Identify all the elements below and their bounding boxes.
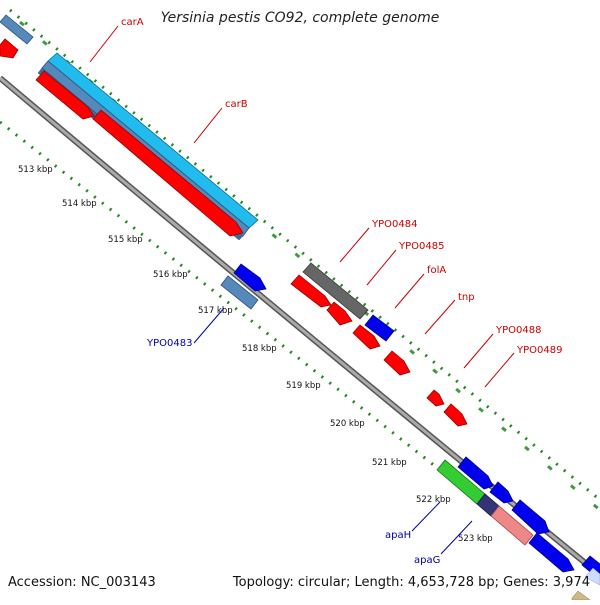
gene-label-YPO0483[interactable]: YPO0483	[146, 338, 192, 349]
gene-arrow[interactable]	[426, 389, 445, 407]
gene-arrow[interactable]	[0, 38, 19, 59]
accession-label: Accession: NC_003143	[8, 575, 156, 590]
gene-label-carA[interactable]: carA	[121, 17, 144, 28]
gene-label-tnp[interactable]: tnp	[458, 292, 475, 303]
gene-label-YPO0489[interactable]: YPO0489	[516, 345, 562, 356]
gene-arrow[interactable]	[352, 324, 381, 350]
inner-tick-track	[0, 120, 441, 472]
gene-arrow[interactable]	[35, 70, 95, 120]
tick-tracks	[0, 8, 600, 512]
kbp-label: 523 kbp	[458, 534, 493, 544]
kbp-label: 520 kbp	[330, 419, 365, 429]
kbp-label: 517 kbp	[198, 306, 233, 316]
kbp-label: 515 kbp	[108, 235, 143, 245]
leader-line-YPO0488	[463, 333, 494, 369]
leader-line-tnp	[424, 299, 456, 335]
gene-arrow[interactable]	[92, 109, 244, 237]
gene-block	[584, 567, 600, 586]
kbp-label: 514 kbp	[62, 199, 97, 209]
gene-arrow[interactable]	[528, 532, 575, 573]
genome-backbone	[0, 75, 600, 578]
gene-label-carB[interactable]: carB	[225, 99, 248, 110]
leader-line-carB	[193, 107, 223, 144]
feature-track	[0, 14, 600, 601]
kbp-label: 513 kbp	[18, 165, 53, 175]
gene-block[interactable]	[302, 262, 369, 320]
label-leaders	[89, 25, 515, 555]
gene-arrow[interactable]	[489, 481, 514, 504]
gene-block[interactable]	[220, 275, 259, 310]
gene-block	[571, 590, 591, 601]
gene-label-apaH[interactable]: apaH	[385, 530, 411, 541]
leader-line-YPO0489	[484, 352, 515, 388]
gene-arrow[interactable]	[457, 456, 494, 490]
gene-block[interactable]	[0, 14, 34, 45]
leader-line-folA	[394, 273, 425, 309]
leader-line-YPO0484	[339, 227, 370, 263]
gene-block[interactable]	[364, 314, 395, 342]
kbp-label: 522 kbp	[416, 495, 451, 505]
kbp-label: 519 kbp	[286, 381, 321, 391]
gene-arrow[interactable]	[326, 301, 353, 326]
leader-line-YPO0483	[193, 307, 225, 344]
gene-label-YPO0485[interactable]: YPO0485	[398, 241, 444, 252]
gene-label-folA[interactable]: folA	[427, 265, 446, 276]
leader-line-apaH	[411, 501, 441, 532]
gene-arrow[interactable]	[233, 263, 267, 292]
kbp-label: 516 kbp	[153, 270, 188, 280]
leader-line-apaG	[440, 520, 473, 555]
gene-arrow[interactable]	[443, 403, 468, 427]
outer-tick-track	[9, 8, 600, 502]
gene-label-YPO0484[interactable]: YPO0484	[371, 219, 417, 230]
outer-major-ticks	[19, 20, 600, 512]
genome-summary: Topology: circular; Length: 4,653,728 bp…	[232, 575, 590, 590]
gene-arrow[interactable]	[383, 350, 411, 376]
gene-arrow[interactable]	[290, 274, 332, 308]
kbp-label: 521 kbp	[372, 458, 407, 468]
gene-label-apaG[interactable]: apaG	[414, 555, 440, 566]
map-title: Yersinia pestis CO92, complete genome	[161, 10, 440, 26]
kbp-label: 518 kbp	[242, 344, 277, 354]
gene-block[interactable]	[490, 505, 534, 546]
leader-line-YPO0485	[366, 249, 397, 286]
gene-arrow[interactable]	[511, 499, 550, 535]
gene-label-YPO0488[interactable]: YPO0488	[495, 325, 541, 336]
leader-line-carA	[89, 25, 119, 63]
gene-label-group: carA carB YPO0484 YPO0485 folA tnp YPO04…	[121, 17, 562, 566]
kbp-label-group: 513 kbp 514 kbp 515 kbp 516 kbp 517 kbp …	[18, 165, 493, 544]
